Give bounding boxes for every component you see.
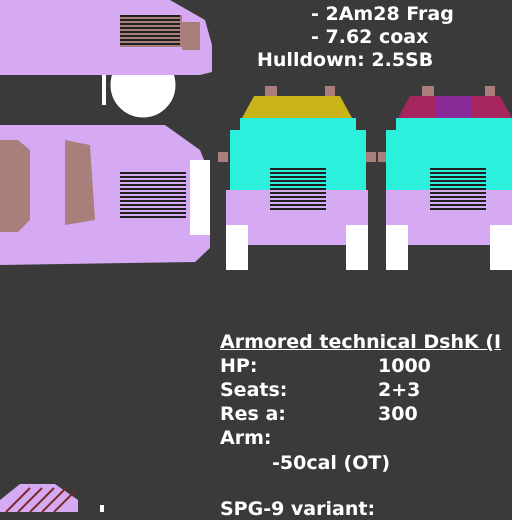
- vehicle-front-view-1: [218, 86, 376, 270]
- top-view-grille: [120, 15, 180, 45]
- variant-heading: SPG-9 variant:: [220, 498, 376, 520]
- front-view-1-grille: [270, 168, 326, 210]
- armament-line-2: - 7.62 coax: [311, 26, 429, 48]
- arm-detail: -50cal (OT): [272, 452, 391, 474]
- stat-hp-value: 1000: [378, 355, 431, 377]
- vehicle-top-view: [0, 0, 212, 119]
- hulldown-label: Hulldown: 2.5SB: [257, 49, 434, 71]
- vehicle-partial-bottom: [0, 484, 104, 512]
- vehicle-front-view-2: [378, 86, 512, 270]
- armament-line-1: - 2Am28 Frag: [311, 3, 454, 25]
- vehicle-title: Armored technical DshK (I: [220, 331, 502, 353]
- stat-seats-label: Seats:: [220, 379, 288, 401]
- vehicle-side-view: [0, 125, 210, 265]
- stat-seats-value: 2+3: [378, 379, 421, 401]
- stat-hp-label: HP:: [220, 355, 258, 377]
- stat-res-value: 300: [378, 403, 418, 425]
- front-view-2-grille: [430, 168, 486, 210]
- stat-arm-label: Arm:: [220, 427, 272, 449]
- side-view-grille: [120, 172, 186, 218]
- stat-res-label: Res a:: [220, 403, 286, 425]
